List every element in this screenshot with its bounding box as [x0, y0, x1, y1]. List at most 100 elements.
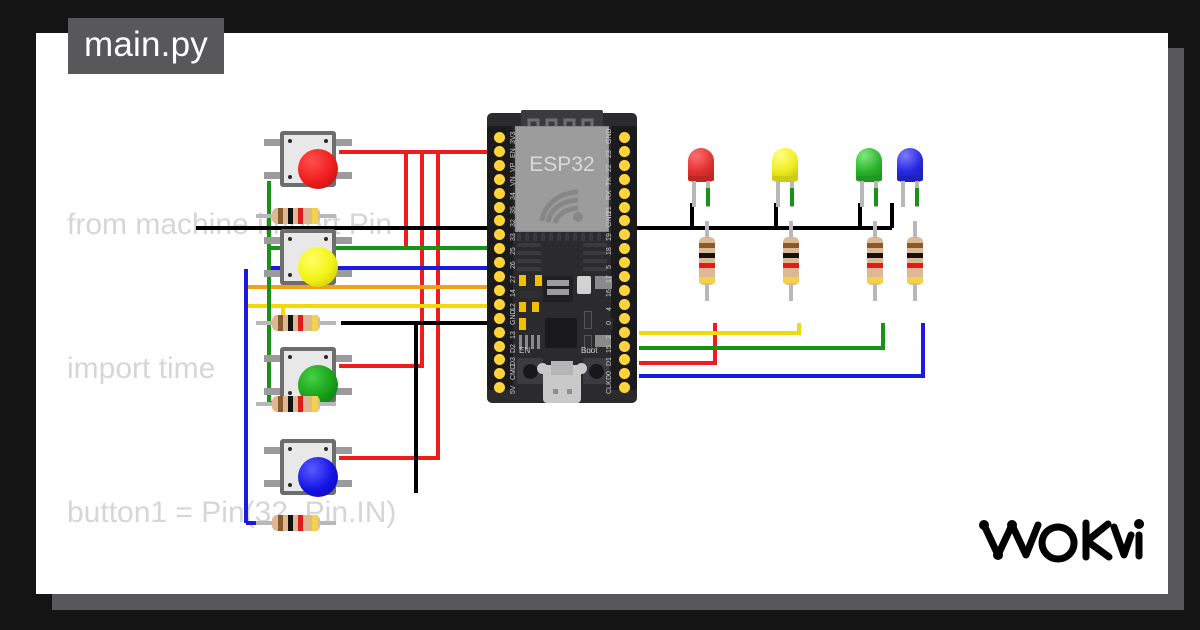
pin-right-2[interactable] — [619, 326, 630, 338]
esp32-devkit-board[interactable]: ESP32 — [487, 110, 637, 403]
pushbutton-yellow[interactable] — [264, 223, 352, 291]
pin-right-d0[interactable] — [619, 368, 630, 380]
pin-right-16[interactable] — [619, 284, 630, 296]
pin-right-21[interactable] — [619, 201, 630, 213]
pin-label-left-26: 26 — [510, 261, 517, 270]
button-cap[interactable] — [298, 149, 338, 189]
pin-left-gnd[interactable] — [494, 312, 505, 324]
pin-left-3v3[interactable] — [494, 132, 505, 143]
resistor-led-4[interactable] — [907, 221, 923, 301]
pin-right-23[interactable] — [619, 145, 630, 157]
button-cap[interactable] — [298, 457, 338, 497]
pin-label-right-d1: D1 — [606, 357, 613, 367]
led-anode-marker — [790, 188, 794, 206]
pin-label-left-d2: D2 — [510, 343, 517, 353]
resistor-pulldown-2[interactable] — [256, 315, 336, 331]
diagram-canvas[interactable]: from machine import Pin import time butt… — [36, 33, 1168, 594]
pin-label-right-16: 16 — [606, 289, 613, 297]
pin-left-d3[interactable] — [494, 354, 505, 366]
pin-right-22[interactable] — [619, 159, 630, 171]
pin-label-right-rx: RX — [606, 189, 613, 200]
pin-left-35[interactable] — [494, 201, 505, 213]
pin-right-gnd[interactable] — [619, 132, 630, 143]
resistor-led-2[interactable] — [783, 221, 799, 301]
pin-label-left-33: 33 — [510, 233, 517, 242]
led-power — [519, 275, 526, 286]
pin-right-gnd[interactable] — [619, 215, 630, 227]
resistor-led-1[interactable] — [699, 221, 715, 301]
resistor-array — [532, 302, 539, 312]
micro-usb-connector — [543, 361, 581, 403]
pin-right-0[interactable] — [619, 312, 630, 324]
button-leg — [264, 447, 280, 454]
boot-button[interactable] — [583, 358, 609, 384]
button-leg — [264, 388, 280, 395]
led-green[interactable] — [856, 148, 882, 207]
resistor-pulldown-4[interactable] — [256, 515, 336, 531]
pin-left-26[interactable] — [494, 257, 505, 269]
file-tab[interactable]: main.py — [68, 18, 224, 74]
pin-right-clk[interactable] — [619, 382, 630, 394]
usb-uart-chip — [545, 318, 577, 348]
pin-right-18[interactable] — [619, 243, 630, 255]
led-red[interactable] — [688, 148, 714, 207]
pin-right-rx[interactable] — [619, 187, 630, 199]
pin-left-d2[interactable] — [494, 340, 505, 352]
regulator-pads — [547, 289, 569, 295]
pin-left-12[interactable] — [494, 298, 505, 310]
led-cathode-leg — [901, 181, 905, 207]
pin-right-15[interactable] — [619, 340, 630, 352]
button-leg — [336, 172, 352, 179]
pin-left-33[interactable] — [494, 229, 505, 241]
pin-right-d1[interactable] — [619, 354, 630, 366]
led-blue[interactable] — [897, 148, 923, 207]
pushbutton-blue[interactable] — [264, 433, 352, 501]
pin-label-right-22: 22 — [606, 164, 613, 172]
pin-label-right-19: 19 — [606, 233, 613, 242]
pin-right-4[interactable] — [619, 298, 630, 310]
tantalum-cap — [577, 276, 591, 294]
wokwi-logo — [978, 511, 1146, 574]
resistor-pulldown-1[interactable] — [256, 208, 336, 224]
led-flange — [856, 176, 882, 181]
pin-left-14[interactable] — [494, 284, 505, 296]
smd-block — [593, 318, 613, 330]
resistor-pulldown-3[interactable] — [256, 396, 336, 412]
resistor-led-3[interactable] — [867, 221, 883, 301]
pin-left-27[interactable] — [494, 271, 505, 282]
pin-left-5v[interactable] — [494, 382, 505, 394]
pin-left-32[interactable] — [494, 215, 505, 227]
pin-right-17[interactable] — [619, 271, 630, 282]
led-yellow[interactable] — [772, 148, 798, 207]
pin-label-left-14: 14 — [510, 289, 517, 297]
resistor-array — [519, 291, 539, 298]
pin-left-13[interactable] — [494, 326, 505, 338]
pin-left-vp[interactable] — [494, 159, 505, 171]
pin-left-25[interactable] — [494, 243, 505, 255]
parts-layer: ESP32 — [36, 33, 1168, 594]
button-leg — [264, 480, 280, 487]
wire-red-btn3-3v3 — [339, 152, 424, 368]
pin-right-19[interactable] — [619, 229, 630, 241]
pin-left-vn[interactable] — [494, 173, 505, 185]
pin-right-tx[interactable] — [619, 173, 630, 185]
pad-grid — [519, 335, 541, 349]
regulator-pads — [547, 280, 569, 286]
pin-label-right-gnd: GND — [606, 211, 613, 228]
led-flange — [688, 176, 714, 181]
pin-label-right-d0: D0 — [606, 371, 613, 381]
pin-label-right-tx: TX — [606, 176, 613, 186]
led-cathode-leg — [776, 181, 780, 207]
pin-label-right-17: 17 — [606, 275, 613, 283]
pin-left-cmd[interactable] — [494, 368, 505, 380]
pushbutton-red[interactable] — [264, 125, 352, 193]
led-flange — [772, 176, 798, 181]
pin-label-left-cmd: CMD — [510, 364, 517, 381]
button-cap[interactable] — [298, 247, 338, 287]
module-castellations — [517, 233, 607, 241]
pin-left-en[interactable] — [494, 145, 505, 157]
button-leg — [264, 270, 280, 277]
pin-left-34[interactable] — [494, 187, 505, 199]
pin-right-5[interactable] — [619, 257, 630, 269]
pushbutton-green[interactable] — [264, 341, 352, 409]
